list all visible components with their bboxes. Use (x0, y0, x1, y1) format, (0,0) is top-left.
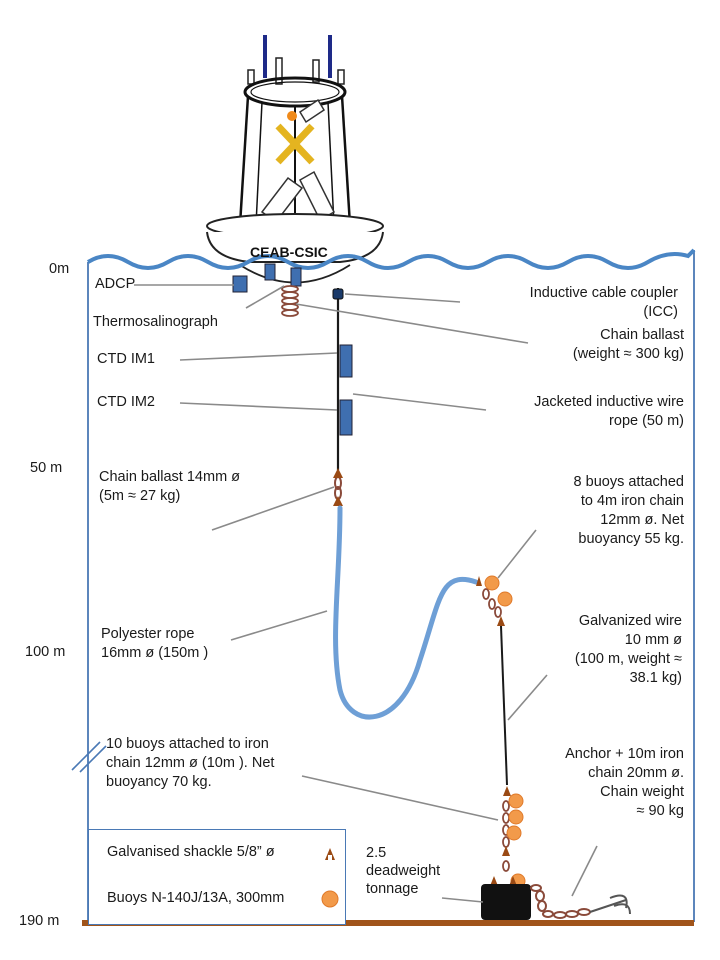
deadweight-block (481, 884, 531, 920)
label-galvanized-wire: Galvanized wire 10 mm ø (100 m, weight ≈… (575, 612, 682, 688)
label-adcp: ADCP (95, 276, 136, 292)
buoys8-line4: buoyancy 55 kg. (578, 531, 684, 547)
anchor-line3: Chain weight (600, 784, 684, 800)
legend-shackle-label: Galvanised shackle 5/8” ø (107, 844, 275, 860)
chain-14mm (333, 468, 343, 506)
anchor-line4: ≈ 90 kg (636, 803, 684, 819)
deadweight-line1: 2.5 (366, 845, 387, 861)
chain-ballast-coil (281, 285, 299, 317)
label-jacketed-wire: Jacketed inductive wire rope (50 m) (534, 393, 684, 431)
galvanized-wire (500, 625, 508, 786)
chain14-line2: (5m ≈ 27 kg) (99, 488, 181, 504)
anchor-line1: Anchor + 10m iron (565, 746, 684, 762)
leader-lines (134, 284, 598, 903)
polyester-rope (333, 505, 479, 720)
depth-100m: 100 m (25, 644, 66, 660)
deadweight-line3: tonnage (366, 881, 419, 897)
label-icc: Inductive cable coupler (ICC) (530, 284, 678, 322)
buoy-chain-8 (476, 575, 513, 626)
icc-coupler (332, 288, 344, 300)
ctd-im2-instrument (339, 399, 353, 436)
icc-line2: (ICC) (643, 304, 678, 320)
ctd-im1-instrument (339, 344, 353, 378)
label-thermosalinograph: Thermosalinograph (93, 314, 218, 330)
chain-ballast-line1: Chain ballast (600, 327, 684, 343)
label-polyester-rope: Polyester rope 16mm ø (150m ) (101, 625, 208, 663)
frame (87, 250, 695, 922)
galv-line1: Galvanized wire (578, 613, 682, 629)
polyester-line1: Polyester rope (101, 626, 195, 642)
buoy-name-label: CEAB-CSIC (250, 244, 328, 260)
buoys10-line1: 10 buoys attached to iron (106, 736, 269, 752)
anchor-chain (530, 884, 591, 919)
label-chain-ballast-14mm: Chain ballast 14mm ø (5m ≈ 27 kg) (99, 468, 240, 506)
label-deadweight: 2.5 deadweight tonnage (366, 844, 440, 898)
depth-0m: 0m (49, 261, 70, 277)
buoys8-line1: 8 buoys attached (573, 474, 684, 490)
anchor-icon (589, 894, 631, 915)
galv-line2: 10 mm ø (624, 632, 682, 648)
chain14-line1: Chain ballast 14mm ø (99, 469, 241, 485)
jacketed-line2: rope (50 m) (609, 413, 684, 429)
legend-buoys-label: Buoys N-140J/13A, 300mm (107, 890, 285, 906)
icc-line1: Inductive cable coupler (529, 285, 678, 301)
depth-50m: 50 m (30, 460, 63, 476)
axis-break-mark (71, 741, 107, 773)
shackle-icon (325, 848, 335, 860)
sea-surface-line (86, 248, 696, 270)
buoys8-line3: 12mm ø. Net (600, 512, 684, 528)
label-ctd-im1: CTD IM1 (97, 351, 155, 367)
galv-line3: (100 m, weight ≈ (574, 651, 682, 667)
jacketed-line1: Jacketed inductive wire (534, 394, 684, 410)
label-chain-ballast: Chain ballast (weight ≈ 300 kg) (573, 326, 684, 364)
buoy-icon (321, 890, 339, 908)
deadweight-line2: deadweight (366, 863, 441, 879)
buoys10-line2: chain 12mm ø (10m ). Net (106, 755, 275, 771)
legend: Galvanised shackle 5/8” ø Buoys N-140J/1… (88, 829, 346, 925)
seabed (82, 920, 694, 926)
buoys8-line2: to 4m iron chain (580, 493, 684, 509)
polyester-line2: 16mm ø (150m ) (101, 645, 209, 661)
label-ctd-im2: CTD IM2 (97, 394, 155, 410)
icc-instrument (290, 267, 302, 287)
galv-line4: 38.1 kg) (629, 670, 682, 686)
adcp-instrument (232, 275, 248, 293)
thermosalinograph-instrument (264, 263, 276, 281)
label-anchor: Anchor + 10m iron chain 20mm ø. Chain we… (565, 745, 684, 821)
label-8-buoys: 8 buoys attached to 4m iron chain 12mm ø… (574, 473, 684, 549)
anchor-line2: chain 20mm ø. (588, 765, 684, 781)
chain-ballast-line2: (weight ≈ 300 kg) (572, 346, 684, 362)
label-10-buoys: 10 buoys attached to iron chain 12mm ø (… (106, 735, 274, 792)
depth-190m: 190 m (19, 913, 60, 929)
buoy-chain-10 (490, 786, 526, 889)
buoys10-line3: buoyancy 70 kg. (106, 774, 212, 790)
